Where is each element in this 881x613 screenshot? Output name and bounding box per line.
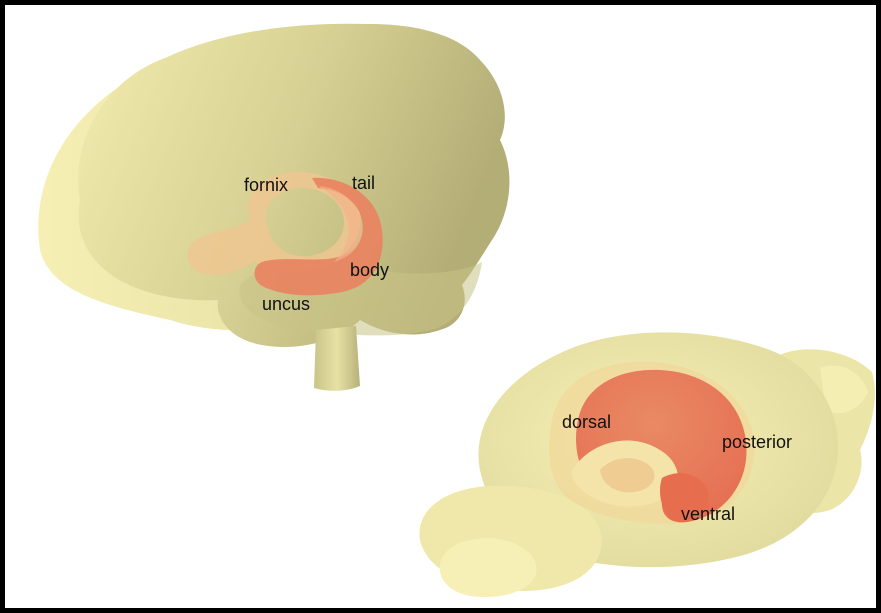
label-fornix: fornix bbox=[244, 175, 288, 195]
label-ventral: ventral bbox=[681, 504, 735, 524]
label-tail: tail bbox=[352, 173, 375, 193]
rodent-brain bbox=[419, 332, 874, 597]
human-brain bbox=[38, 24, 509, 391]
human-brain-stem bbox=[314, 326, 360, 391]
label-dorsal: dorsal bbox=[562, 412, 611, 432]
label-body: body bbox=[350, 260, 389, 280]
label-posterior: posterior bbox=[722, 432, 792, 452]
label-uncus: uncus bbox=[262, 294, 310, 314]
